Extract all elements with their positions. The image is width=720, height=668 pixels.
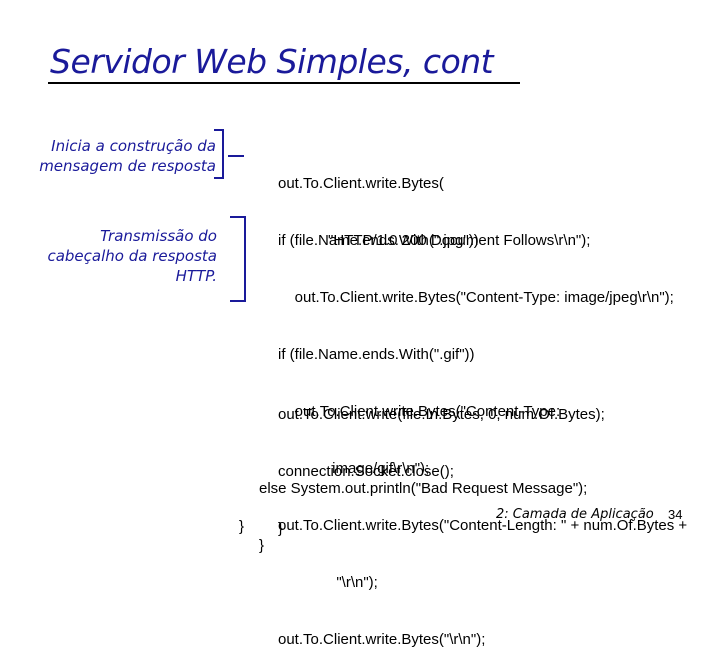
code-line: } xyxy=(259,537,265,554)
code-line: out.To.Client.write.Bytes("\r\n"); xyxy=(278,631,486,648)
slide-footer: 2: Camada de Aplicação xyxy=(496,507,654,522)
code-line: out.To.Client.write.Bytes( xyxy=(278,175,444,192)
annotation-line: Inicia a construção da xyxy=(51,137,216,155)
annotation-line: HTTP. xyxy=(175,267,217,285)
bracket-response-start xyxy=(214,129,224,179)
code-line: out.To.Client.write.Bytes("Content-Lengt… xyxy=(278,517,688,534)
code-line: "\r\n"); xyxy=(278,574,378,591)
code-else-block: else System.out.println("Bad Request Mes… xyxy=(259,441,587,574)
code-line: } xyxy=(278,520,284,537)
title-underline xyxy=(48,82,520,84)
code-line: "HTTP/1.0 200 Document Follows\r\n"); xyxy=(278,232,591,249)
code-line: out.To.Client.write.Bytes("Content-Type:… xyxy=(278,289,674,306)
annotation-header-transmission: Transmissão do cabeçalho da resposta HTT… xyxy=(47,226,217,286)
bracket-pointer xyxy=(228,155,244,157)
annotation-line: Transmissão do xyxy=(100,227,217,245)
code-line: if (file.Name.ends.With(".jpg")) xyxy=(278,232,479,249)
code-closing-brace: } xyxy=(239,479,247,555)
code-line: } xyxy=(239,518,245,535)
code-status-line: out.To.Client.write.Bytes( "HTTP/1.0 200… xyxy=(278,136,590,269)
code-line: out.To.Client.write.Bytes("Content-Type: xyxy=(278,403,561,420)
annotation-line: mensagem de resposta xyxy=(39,157,216,175)
slide-title: Servidor Web Simples, cont xyxy=(50,42,494,81)
annotation-line: cabeçalho da resposta xyxy=(47,247,217,265)
code-line: image/gif\r\n"); xyxy=(278,460,430,477)
page-number: 34 xyxy=(668,507,683,522)
code-line: if (file.Name.ends.With(".gif")) xyxy=(278,346,475,363)
annotation-response-start: Inicia a construção da mensagem de respo… xyxy=(39,136,216,176)
code-line: connection.Socket.close(); xyxy=(278,463,454,480)
code-line: else System.out.println("Bad Request Mes… xyxy=(259,480,588,497)
code-line: out.To.Client.write(file.In.Bytes, 0, nu… xyxy=(278,406,605,423)
code-body: out.To.Client.write(file.In.Bytes, 0, nu… xyxy=(278,367,605,557)
bracket-header-transmission xyxy=(230,216,246,302)
